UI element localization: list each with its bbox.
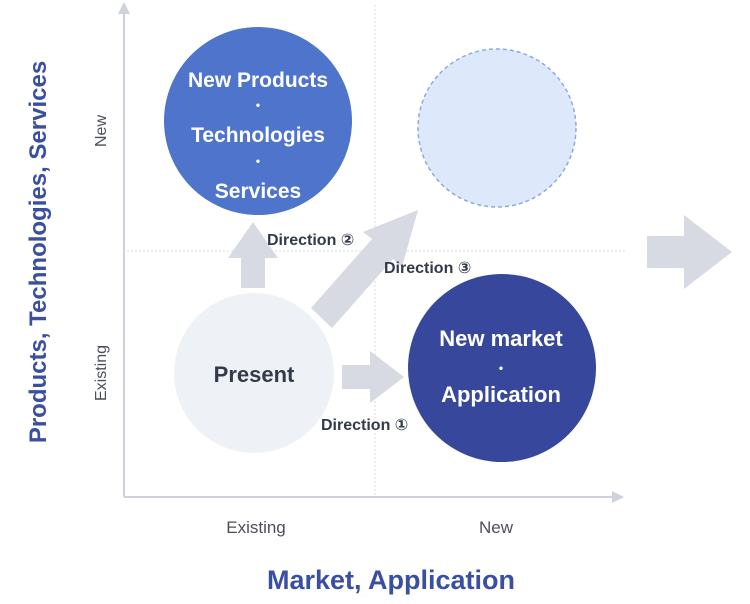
x-tick-existing: Existing [226, 518, 286, 537]
empty-target-circle [417, 48, 577, 208]
direction-3-label: Direction ③ [384, 260, 471, 277]
new-market-line2: Application [441, 382, 561, 407]
new-products-line1: New Products [188, 69, 328, 92]
y-axis-arrowhead [118, 2, 130, 14]
new-market-separator: • [499, 361, 503, 375]
new-market-line1: New market [439, 326, 563, 351]
new-products-separator-1: • [256, 98, 260, 112]
y-tick-existing: Existing [93, 345, 110, 401]
present-circle [174, 293, 334, 453]
new-products-line2: Technologies [191, 124, 325, 147]
next-step-arrow [647, 215, 732, 289]
x-axis-arrowhead [612, 491, 624, 503]
direction-1-arrow [342, 351, 404, 403]
direction-2-arrow [228, 222, 278, 288]
new-products-line3: Services [215, 180, 301, 203]
y-axis-title: Products, Technologies, Services [25, 61, 52, 443]
new-products-circle [164, 27, 352, 215]
x-axis-title: Market, Application [267, 565, 515, 595]
present-label: Present [214, 362, 295, 387]
new-market-circle [408, 274, 596, 462]
y-tick-new: New [93, 115, 110, 147]
direction-2-label: Direction ② [267, 232, 354, 249]
x-tick-new: New [479, 518, 514, 537]
direction-1-label: Direction ① [321, 417, 408, 434]
new-products-separator-2: • [256, 154, 260, 168]
direction-3-arrow [311, 210, 418, 328]
